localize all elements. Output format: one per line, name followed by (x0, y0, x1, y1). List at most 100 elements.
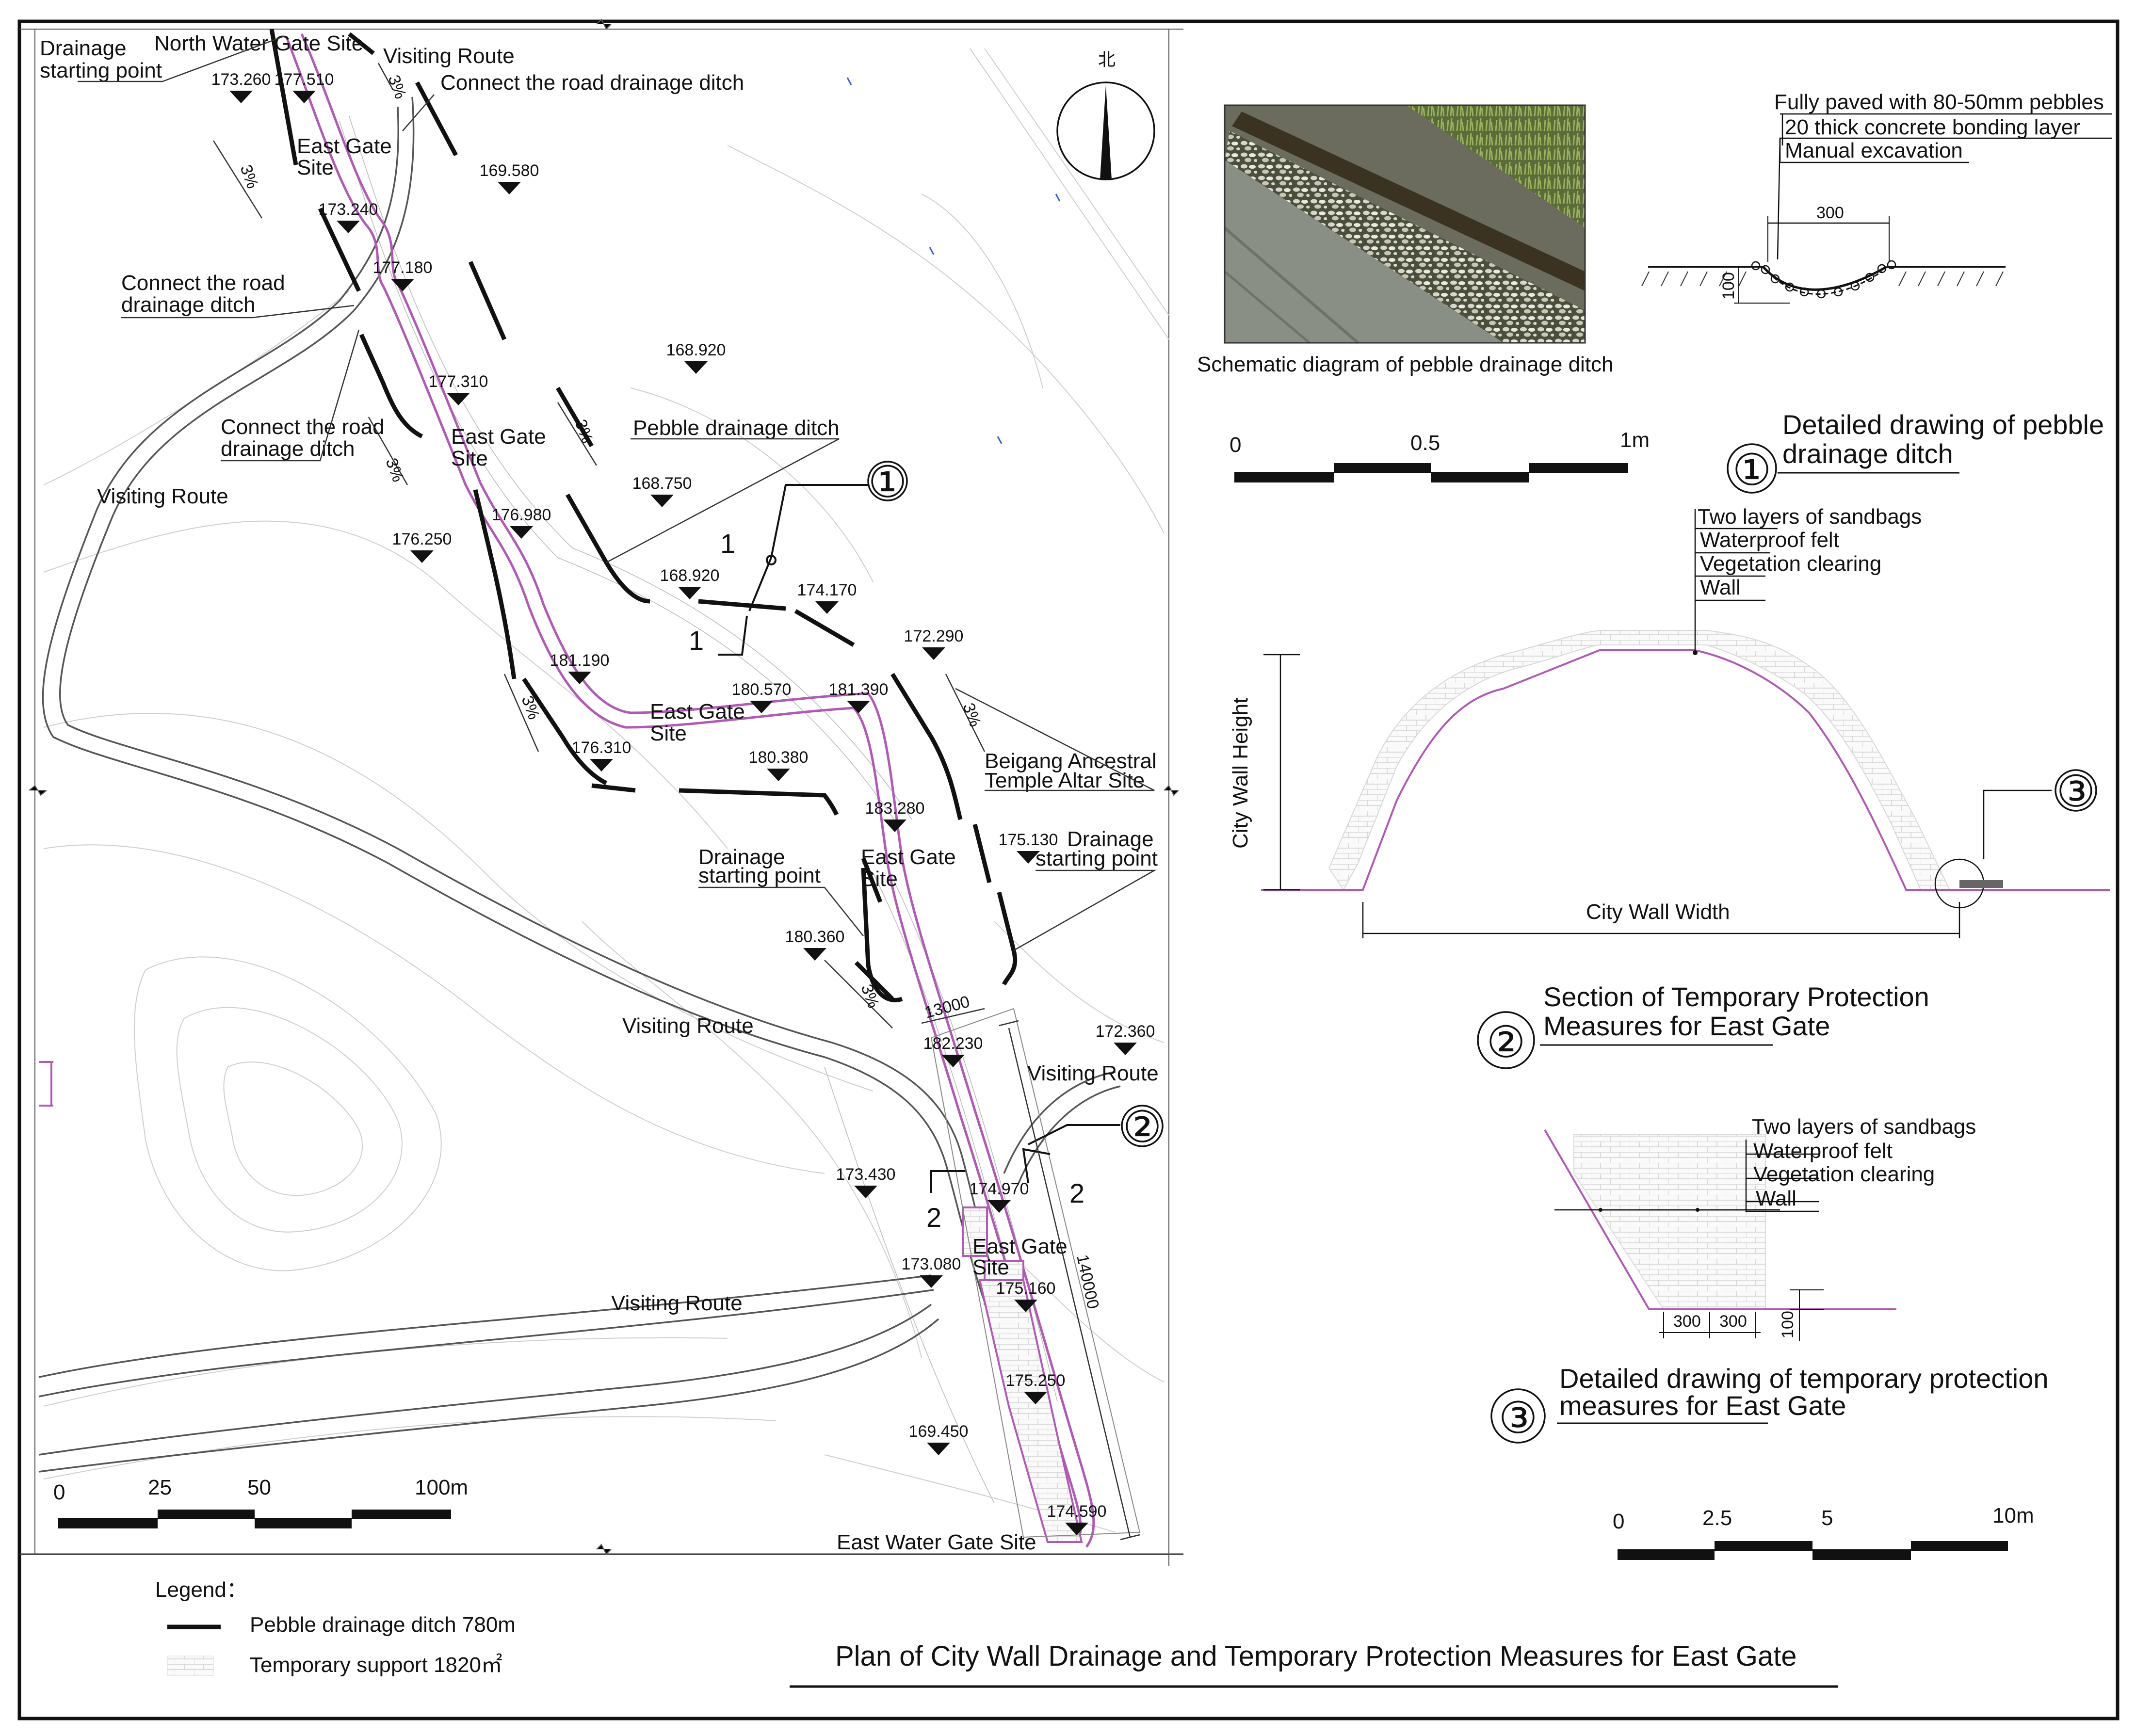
plan-scale-tick: 0 (53, 1480, 65, 1504)
label-north-water-gate: North Water Gate Site (154, 32, 363, 55)
elevation-triangle (684, 361, 708, 374)
dimension-lines (921, 1008, 1140, 1541)
detail2-scale-tick: 5 (1821, 1506, 1833, 1530)
elevation-value: 168.750 (632, 474, 692, 493)
protection-dim: 100 (1779, 1311, 1797, 1338)
elevation-marker: 181.390 (829, 680, 889, 713)
legend-swatch-support (167, 1656, 214, 1676)
slope-hatch (339, 116, 1058, 1504)
slope-label: 3% (384, 73, 410, 101)
legend-item-support: Temporary support 1820㎡ (250, 1653, 502, 1677)
elevation-triangle (750, 701, 773, 713)
elevation-triangle (510, 526, 533, 539)
elevation-marker: 169.450 (909, 1422, 968, 1455)
elevation-value: 176.250 (392, 530, 452, 548)
elevation-value: 174.970 (970, 1180, 1029, 1198)
elevation-value: 168.920 (666, 341, 726, 359)
elevation-marker: 173.430 (836, 1165, 895, 1198)
temporary-support-areas[interactable] (962, 1206, 1083, 1543)
elevation-value: 180.380 (749, 748, 809, 767)
label-visiting-route: Visiting Route (622, 1014, 754, 1038)
elevation-marker: 168.750 (632, 474, 692, 507)
temporary-protection-detail (1544, 1129, 1896, 1341)
label-leaders (78, 35, 1157, 951)
elevation-triangle (987, 1200, 1011, 1213)
elevation-marker: 175.160 (996, 1279, 1055, 1312)
section-cut-2 (930, 1124, 1120, 1193)
elevation-triangle (883, 820, 906, 832)
label-east-water-gate: East Water Gate Site (837, 1530, 1036, 1554)
elevation-value: 174.590 (1047, 1502, 1107, 1521)
elevation-value: 180.360 (785, 928, 845, 946)
legend-item-ditch: Pebble drainage ditch 780m (250, 1613, 516, 1637)
elevation-value: 181.390 (829, 680, 889, 699)
elevation-triangle (568, 672, 591, 684)
section-bubble-1 (867, 461, 908, 501)
elevation-marker: 181.190 (550, 651, 609, 684)
wall-height-label: City Wall Height (1229, 698, 1252, 849)
elevation-marker: 176.980 (492, 506, 551, 539)
elevation-value: 177.510 (275, 70, 334, 89)
north-arrow: 北 (1056, 50, 1155, 180)
elevation-marker: 175.130 (999, 831, 1058, 864)
dim-140000: 140000 (1073, 1253, 1102, 1311)
label-pebble-ditch: Pebble drainage ditch (633, 416, 840, 440)
elevation-value: 172.290 (904, 627, 964, 645)
plan-scale-bar: 0 25 50 100m (53, 1476, 468, 1528)
elevation-triangle (650, 495, 674, 507)
legend-heading: Legend： (155, 1578, 248, 1602)
elevation-value: 175.250 (1006, 1371, 1066, 1390)
survey-marks (846, 77, 1061, 444)
elevation-triangle (1114, 1043, 1137, 1055)
elevation-triangle (1014, 1300, 1037, 1312)
detail2-number: ② (1487, 1017, 1526, 1068)
elevation-triangle (815, 601, 839, 614)
elevation-marker: 173.080 (902, 1255, 961, 1288)
legend: Legend： Pebble drainage ditch 780m Tempo… (155, 1578, 516, 1677)
detail2-bubble (1477, 1011, 1535, 1069)
elevation-triangle (767, 769, 790, 781)
elevation-triangle (590, 759, 613, 772)
detail3-reference: ③ (2056, 766, 2096, 817)
elevation-marker: 176.250 (392, 530, 452, 563)
detail2-scale-bar: 0 2.5 5 10m (1613, 1504, 2034, 1560)
detail1-bubble (1727, 443, 1777, 494)
ditch-section-drawing (1641, 113, 2112, 304)
elevation-triangle (447, 393, 470, 405)
elevation-value: 177.310 (429, 372, 488, 391)
plan-scale-tick: 25 (148, 1476, 172, 1499)
elevation-value: 183.280 (865, 799, 925, 818)
ditch-callout-concrete: 20 thick concrete bonding layer (1785, 115, 2080, 139)
elevation-value: 176.310 (572, 739, 631, 757)
detail1-scale-bar: 0 0.5 1m (1230, 428, 1650, 482)
slope-label: 3% (236, 162, 262, 191)
pebble-drainage-ditches[interactable] (269, 29, 1018, 1002)
elevation-value: 182.230 (923, 1034, 983, 1053)
detail3-caption: Detailed drawing of temporary protection… (1559, 1363, 2049, 1421)
elevation-triangle (498, 182, 521, 194)
section-mark-1-label: 1 (689, 625, 704, 656)
wall-section-drawing (1261, 509, 2110, 938)
protection-callout-vegetation: Vegetation clearing (1753, 1162, 1935, 1186)
section-bubble-1-number: ① (868, 457, 907, 508)
elevation-triangle (941, 1055, 965, 1067)
elevation-triangle (337, 221, 360, 233)
detail1-number: ① (1732, 445, 1772, 496)
elevation-marker: 177.510 (275, 70, 334, 103)
elevation-triangle (229, 91, 253, 103)
detail1-scale-tick: 0.5 (1410, 431, 1440, 455)
elevation-value: 173.080 (902, 1255, 961, 1273)
elevation-value: 168.920 (660, 566, 720, 585)
plan-scale-tick: 50 (247, 1476, 271, 1499)
